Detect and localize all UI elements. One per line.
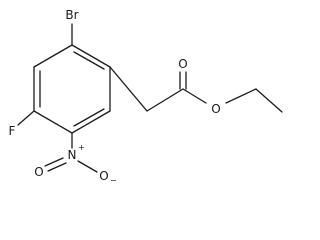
bond-nitrogen-oxygen-single	[77, 160, 98, 173]
atom-label-fluorine: F	[9, 124, 16, 138]
bond-ch2-carbonyl	[146, 88, 184, 112]
ring-bond-c1-c2	[71, 44, 111, 68]
bond-ethyl-ch2-ch3	[255, 88, 283, 113]
atom-label-bromine: Br	[65, 8, 78, 22]
ring-double-bond-inner-c1-c2	[73, 51, 105, 70]
benzene-ring	[33, 44, 111, 134]
ring-double-bond-inner-c3-c4	[73, 108, 105, 127]
ring-bond-c4-c5	[33, 110, 73, 134]
atom-label-nitro-nitrogen: N	[68, 148, 77, 162]
bond-nitrogen-oxygen-double-b	[44, 157, 64, 167]
atom-charge-nitro-nitrogen: +	[78, 143, 85, 152]
atom-label-nitro-oxygen-double: O	[34, 165, 43, 179]
bond-carbonyl-ester-oxygen	[182, 88, 207, 104]
bond-ring-fluorine	[17, 110, 35, 126]
chemical-structure-diagram: Br F N + O O − O O	[9, 8, 283, 185]
bond-ester-oxygen-ch2	[225, 88, 257, 104]
atom-label-ester-oxygen: O	[211, 102, 220, 116]
bond-ring-ch2	[109, 66, 148, 112]
atom-label-carbonyl-oxygen: O	[178, 57, 187, 71]
ring-bond-c3-c4	[71, 110, 111, 134]
bond-nitrogen-oxygen-double-a	[47, 162, 67, 172]
atom-label-nitro-oxygen-single: O	[99, 169, 108, 183]
atom-charge-nitro-oxygen: −	[110, 176, 117, 185]
ring-bond-c6-c1	[33, 44, 73, 68]
